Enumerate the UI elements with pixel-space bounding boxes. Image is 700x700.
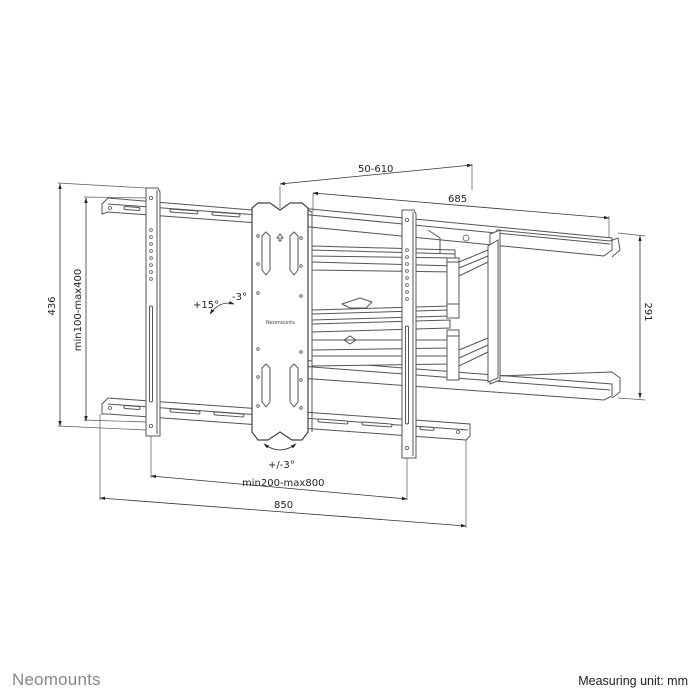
overall-width-label: 850 bbox=[274, 500, 293, 511]
max-depth-label: 685 bbox=[448, 194, 467, 205]
dimension-overall-width: 850 bbox=[99, 414, 467, 528]
dimension-vesa-vertical: min100-max400 bbox=[73, 196, 147, 423]
brand-logo: Neomounts bbox=[12, 670, 101, 689]
center-mount-plate: Neomounts bbox=[251, 202, 313, 441]
dimension-extension-range: 50-610 bbox=[279, 163, 473, 208]
overall-height-label: 436 bbox=[47, 296, 58, 315]
plate-brand-label: Neomounts bbox=[266, 320, 295, 326]
vertical-tv-strip-left bbox=[145, 187, 161, 437]
level-adjust-indicator: +/-3° bbox=[263, 443, 297, 471]
tilt-down-label: -3° bbox=[232, 292, 247, 303]
tilt-up-label: +15° bbox=[193, 300, 219, 311]
dimension-max-depth: 685 bbox=[312, 191, 610, 238]
extension-range-label: 50-610 bbox=[358, 164, 393, 175]
vertical-tv-strip-right bbox=[401, 209, 417, 459]
wall-plate-height-label: 291 bbox=[642, 302, 653, 321]
dimension-wall-plate-height: 291 bbox=[617, 232, 653, 401]
wall-plate-rails bbox=[299, 207, 621, 401]
measuring-unit-note: Measuring unit: mm bbox=[578, 674, 688, 688]
level-adjust-label: +/-3° bbox=[268, 460, 295, 471]
dimension-vesa-horizontal: min200-max800 bbox=[150, 436, 408, 501]
tilt-indicator: +15° -3° bbox=[193, 292, 247, 315]
dimension-overall-height: 436 bbox=[47, 182, 147, 431]
vesa-vertical-label: min100-max400 bbox=[73, 269, 84, 351]
vesa-horizontal-label: min200-max800 bbox=[242, 478, 324, 489]
